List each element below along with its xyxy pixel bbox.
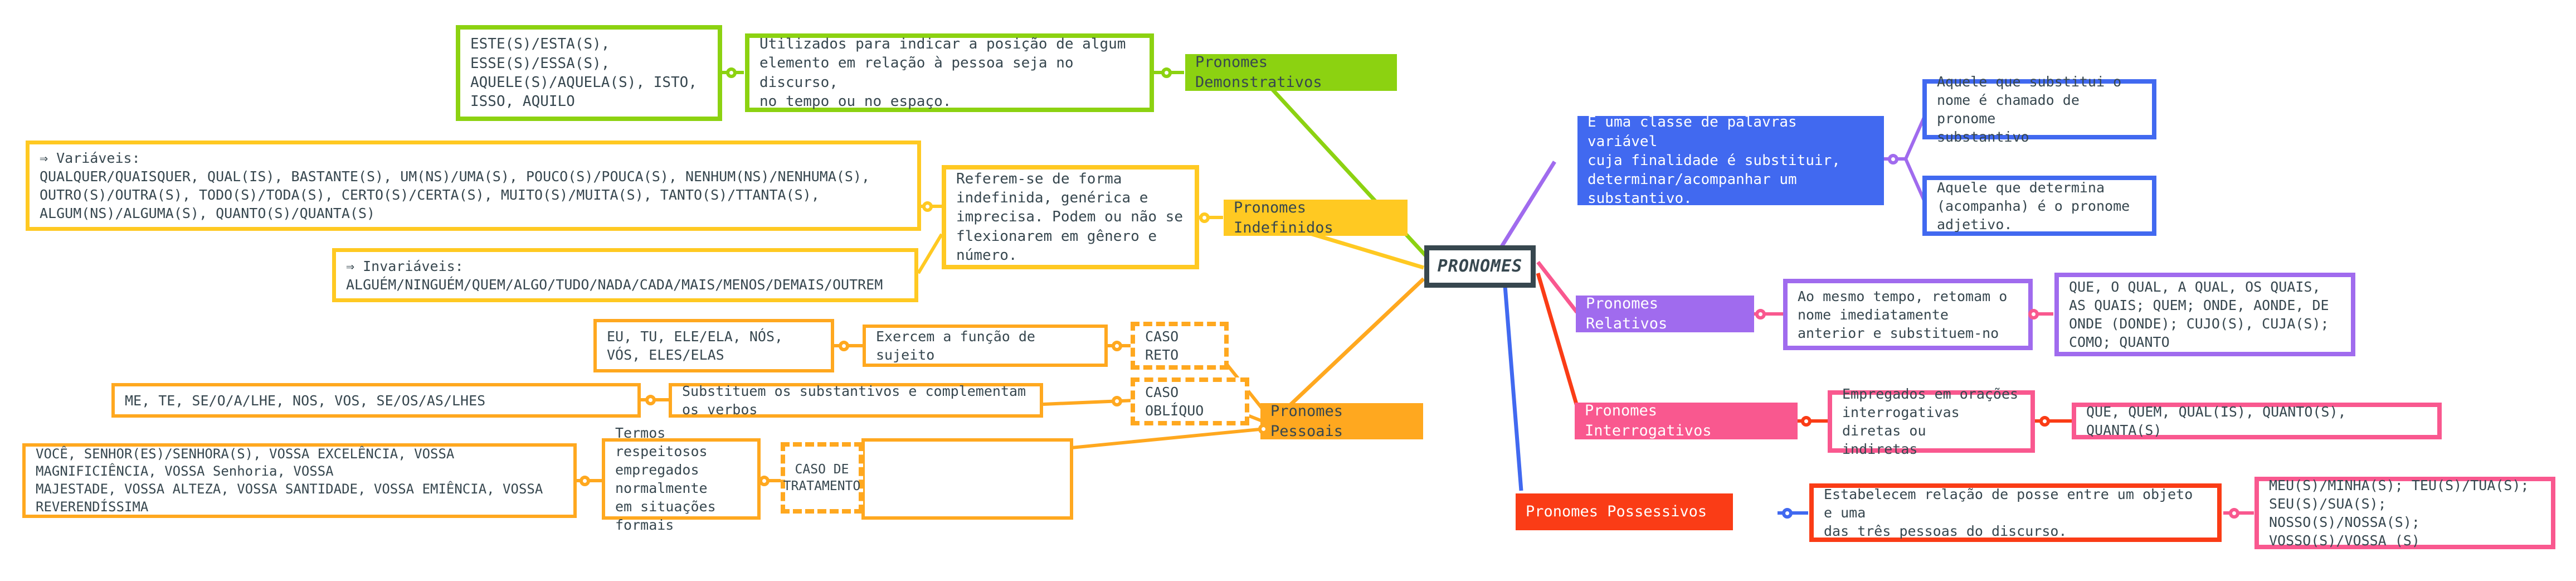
connector-dot [839, 341, 849, 351]
caso-obliquo-label-text: CASO OBLÍQUO [1145, 384, 1204, 419]
branch-label-relativos[interactable]: Pronomes Relativos [1576, 295, 1754, 332]
demonstrativos-definition-box[interactable]: Utilizados para indicar a posição de alg… [745, 33, 1154, 112]
caso-tratamento-function-inner[interactable]: Termos respeitosos empregados normalment… [602, 425, 761, 533]
connector-dot [1112, 396, 1122, 406]
caso-obliquo-examples-box[interactable]: ME, TE, SE/O/A/LHE, NOS, VOS, SE/OS/AS/L… [111, 383, 641, 418]
branch-label-demonstrativos[interactable]: Pronomes Demonstrativos [1185, 54, 1397, 91]
center-node-pronomes[interactable]: PRONOMES [1424, 245, 1536, 288]
connector-dot [1112, 341, 1122, 351]
relativos-definition-text: Ao mesmo tempo, retomam o nome imediatam… [1798, 288, 2008, 341]
connector-dot [645, 395, 656, 405]
caso-reto-label-text: CASO RETO [1145, 328, 1187, 363]
branch-label-demonstrativos-text: Pronomes Demonstrativos [1195, 54, 1322, 91]
connector-dot [2229, 508, 2239, 519]
caso-tratamento-function-box[interactable] [861, 438, 1073, 520]
demonstrativos-examples-box[interactable]: ESTE(S)/ESTA(S), ESSE(S)/ESSA(S), AQUELE… [456, 25, 722, 121]
relativos-examples-text: QUE, O QUAL, A QUAL, OS QUAIS, AS QUAIS;… [2069, 279, 2329, 350]
caso-tratamento-function-text: Termos respeitosos empregados normalment… [615, 425, 716, 533]
branch-label-pessoais-text: Pronomes Pessoais [1270, 402, 1352, 440]
connector-dot [1782, 508, 1793, 519]
indefinidos-definition-box[interactable]: Referem-se de forma indefinida, genérica… [942, 165, 1199, 269]
interrogativos-examples-box[interactable]: QUE, QUEM, QUAL(IS), QUANTO(S), QUANTA(S… [2072, 403, 2442, 439]
demonstrativos-examples-text: ESTE(S)/ESTA(S), ESSE(S)/ESSA(S), AQUELE… [470, 36, 697, 110]
connector-dot [759, 476, 770, 486]
branch-label-relativos-text: Pronomes Relativos [1586, 295, 1668, 332]
caso-reto-label-box[interactable]: CASO RETO [1131, 322, 1229, 370]
pronome-substantivo-text: Aquele que substitui o nome é chamado de… [1937, 74, 2122, 145]
caso-reto-function-text: Exercem a função de sujeito [876, 328, 1044, 363]
possessivos-examples-text: MEU(S)/MINHA(S); TEU(S)/TUA(S); SEU(S)/S… [2269, 477, 2529, 549]
indefinidos-definition-text: Referem-se de forma indefinida, genérica… [956, 170, 1183, 264]
relativos-examples-box[interactable]: QUE, O QUAL, A QUAL, OS QUAIS, AS QUAIS;… [2054, 273, 2355, 356]
connector-dot [1801, 416, 1812, 427]
caso-tratamento-label-text: CASO DE TRATAMENTO [783, 462, 861, 493]
pronome-adjetivo-text: Aquele que determina (acompanha) é o pro… [1937, 179, 2130, 233]
general-definition-text: É uma classe de palavras variável cuja f… [1588, 114, 1840, 207]
indefinidos-variaveis-box[interactable]: ⇒ Variáveis: QUALQUER/QUAISQUER, QUAL(IS… [26, 141, 921, 231]
caso-obliquo-label-box[interactable]: CASO OBLÍQUO [1131, 377, 1249, 425]
connector-dot [2039, 416, 2050, 427]
caso-obliquo-function-box[interactable]: Substituem os substantivos e complementa… [669, 383, 1043, 418]
center-node-label: PRONOMES [1437, 256, 1523, 277]
connector-dot [1888, 154, 1898, 164]
branch-label-indefinidos-text: Pronomes Indefinidos [1234, 198, 1333, 236]
caso-tratamento-label-box[interactable]: CASO DE TRATAMENTO [781, 442, 863, 514]
connector-dot [1199, 212, 1210, 223]
connector-dot [726, 67, 737, 78]
branch-label-possessivos[interactable]: Pronomes Possessivos [1516, 493, 1733, 530]
interrogativos-examples-text: QUE, QUEM, QUAL(IS), QUANTO(S), QUANTA(S… [2086, 404, 2355, 438]
possessivos-definition-box[interactable]: Estabelecem relação de posse entre um ob… [1809, 483, 2222, 542]
connector-dot [2028, 309, 2039, 319]
interrogativos-definition-box[interactable]: Empregados em orações interrogativas dir… [1828, 386, 2035, 457]
possessivos-definition-text: Estabelecem relação de posse entre um ob… [1824, 486, 2193, 539]
connector-dot [580, 476, 590, 486]
caso-obliquo-examples-text: ME, TE, SE/O/A/LHE, NOS, VOS, SE/OS/AS/L… [125, 392, 486, 409]
connector-dot [1258, 424, 1269, 434]
pronome-substantivo-box[interactable]: Aquele que substitui o nome é chamado de… [1922, 74, 2156, 145]
possessivos-examples-box[interactable]: MEU(S)/MINHA(S); TEU(S)/TUA(S); SEU(S)/S… [2254, 477, 2555, 549]
demonstrativos-definition-text: Utilizados para indicar a posição de alg… [759, 35, 1126, 110]
pronome-adjetivo-box[interactable]: Aquele que determina (acompanha) é o pro… [1922, 176, 2156, 236]
caso-tratamento-examples-box[interactable]: VOCÊ, SENHOR(ES)/SENHORA(S), VOSSA EXCEL… [22, 443, 577, 518]
branch-label-interrogativos-text: Pronomes Interrogativos [1585, 402, 1712, 439]
general-definition-box[interactable]: É uma classe de palavras variável cuja f… [1577, 114, 1884, 207]
caso-reto-examples-text: EU, TU, ELE/ELA, NÓS, VÓS, ELES/ELAS [607, 328, 783, 363]
caso-obliquo-function-text: Substituem os substantivos e complementa… [682, 383, 1035, 418]
caso-reto-examples-box[interactable]: EU, TU, ELE/ELA, NÓS, VÓS, ELES/ELAS [593, 319, 834, 372]
caso-reto-function-box[interactable]: Exercem a função de sujeito [863, 325, 1108, 367]
branch-label-interrogativos[interactable]: Pronomes Interrogativos [1575, 402, 1798, 439]
branch-label-indefinidos[interactable]: Pronomes Indefinidos [1224, 198, 1408, 236]
caso-tratamento-examples-text: VOCÊ, SENHOR(ES)/SENHORA(S), VOSSA EXCEL… [36, 446, 543, 515]
interrogativos-definition-text: Empregados em orações interrogativas dir… [1842, 386, 2019, 457]
branch-label-pessoais[interactable]: Pronomes Pessoais [1260, 402, 1423, 440]
relativos-definition-box[interactable]: Ao mesmo tempo, retomam o nome imediatam… [1783, 279, 2033, 350]
branch-label-possessivos-text: Pronomes Possessivos [1526, 503, 1707, 521]
indefinidos-invariaveis-box[interactable]: ⇒ Invariáveis: ALGUÉM/NINGUÉM/QUEM/ALGO/… [332, 248, 918, 302]
connector-dot [922, 201, 933, 212]
connector-dot [1755, 309, 1766, 319]
indefinidos-variaveis-text: ⇒ Variáveis: QUALQUER/QUAISQUER, QUAL(IS… [40, 150, 870, 221]
indefinidos-invariaveis-text: ⇒ Invariáveis: ALGUÉM/NINGUÉM/QUEM/ALGO/… [346, 258, 883, 293]
connector-dot [1161, 67, 1172, 78]
